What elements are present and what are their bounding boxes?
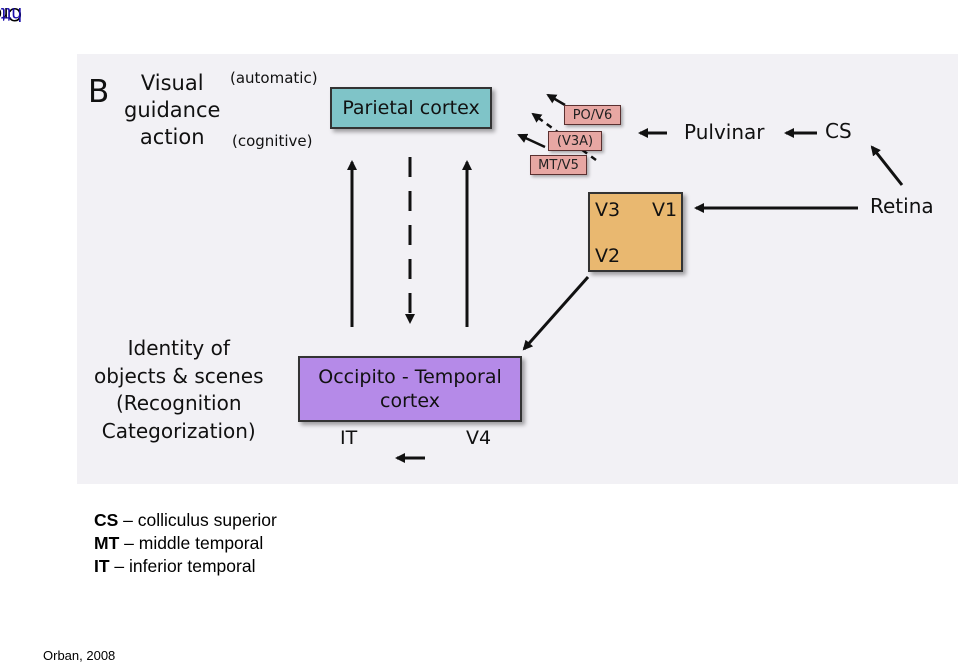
parietal-cortex-label: Parietal cortex [342, 97, 480, 119]
legend-abbr: IT [94, 556, 110, 576]
pulvinar-label: Pulvinar [684, 120, 765, 144]
legend-desc: – inferior temporal [109, 556, 256, 576]
mt-v5-box: MT/V5 [530, 155, 587, 175]
occipito-temporal-label: Occipito - Temporal cortex [318, 366, 502, 412]
po-v6-box: PO/V6 [564, 105, 621, 125]
visual-guidance-label: Visual guidance action [124, 71, 221, 149]
cs-label: CS [825, 119, 852, 143]
occipito-temporal-box: Occipito - Temporal cortex [298, 356, 522, 422]
legend-item: MT – middle temporal [94, 532, 277, 555]
automatic-label: (automatic) [230, 69, 318, 87]
legend-desc: – colliculus superior [118, 510, 277, 530]
legend-abbr: CS [94, 510, 119, 530]
legend-desc: – middle temporal [119, 533, 264, 553]
retina-label: Retina [870, 194, 934, 218]
v3a-label: (V3A) [556, 133, 594, 149]
arrow-retina-to-cs [870, 145, 904, 186]
arrow-mt-up [517, 133, 546, 149]
arrow-v3a-up-dashed [531, 112, 597, 162]
parietal-cortex-box: Parietal cortex [330, 87, 492, 129]
v1-v2-v3-box: V3 V1 V2 [588, 192, 683, 272]
it-label: IT [340, 427, 358, 449]
v4-label: V4 [466, 427, 492, 449]
citation-credit: Orban, 2008 [43, 648, 116, 663]
legend-abbr: MT [94, 533, 120, 553]
v1-label: V1 [652, 199, 678, 221]
cognitive-label: (cognitive) [232, 132, 313, 150]
po-v6-label: PO/V6 [572, 107, 613, 123]
v2-label: V2 [595, 245, 621, 267]
legend-item: CS – colliculus superior [94, 509, 277, 532]
legend: CS – colliculus superior MT – middle tem… [94, 509, 277, 578]
v3-label: V3 [595, 199, 621, 221]
identity-label: Identity of objects & scenes (Recognitio… [94, 336, 264, 443]
panel-letter: B [88, 74, 110, 110]
arrow-v2-to-occipito [522, 276, 590, 351]
v3a-box: (V3A) [548, 131, 602, 151]
legend-item: IT – inferior temporal [94, 555, 277, 578]
mt-v5-label: MT/V5 [538, 157, 579, 173]
arrow-po-up [546, 93, 566, 107]
